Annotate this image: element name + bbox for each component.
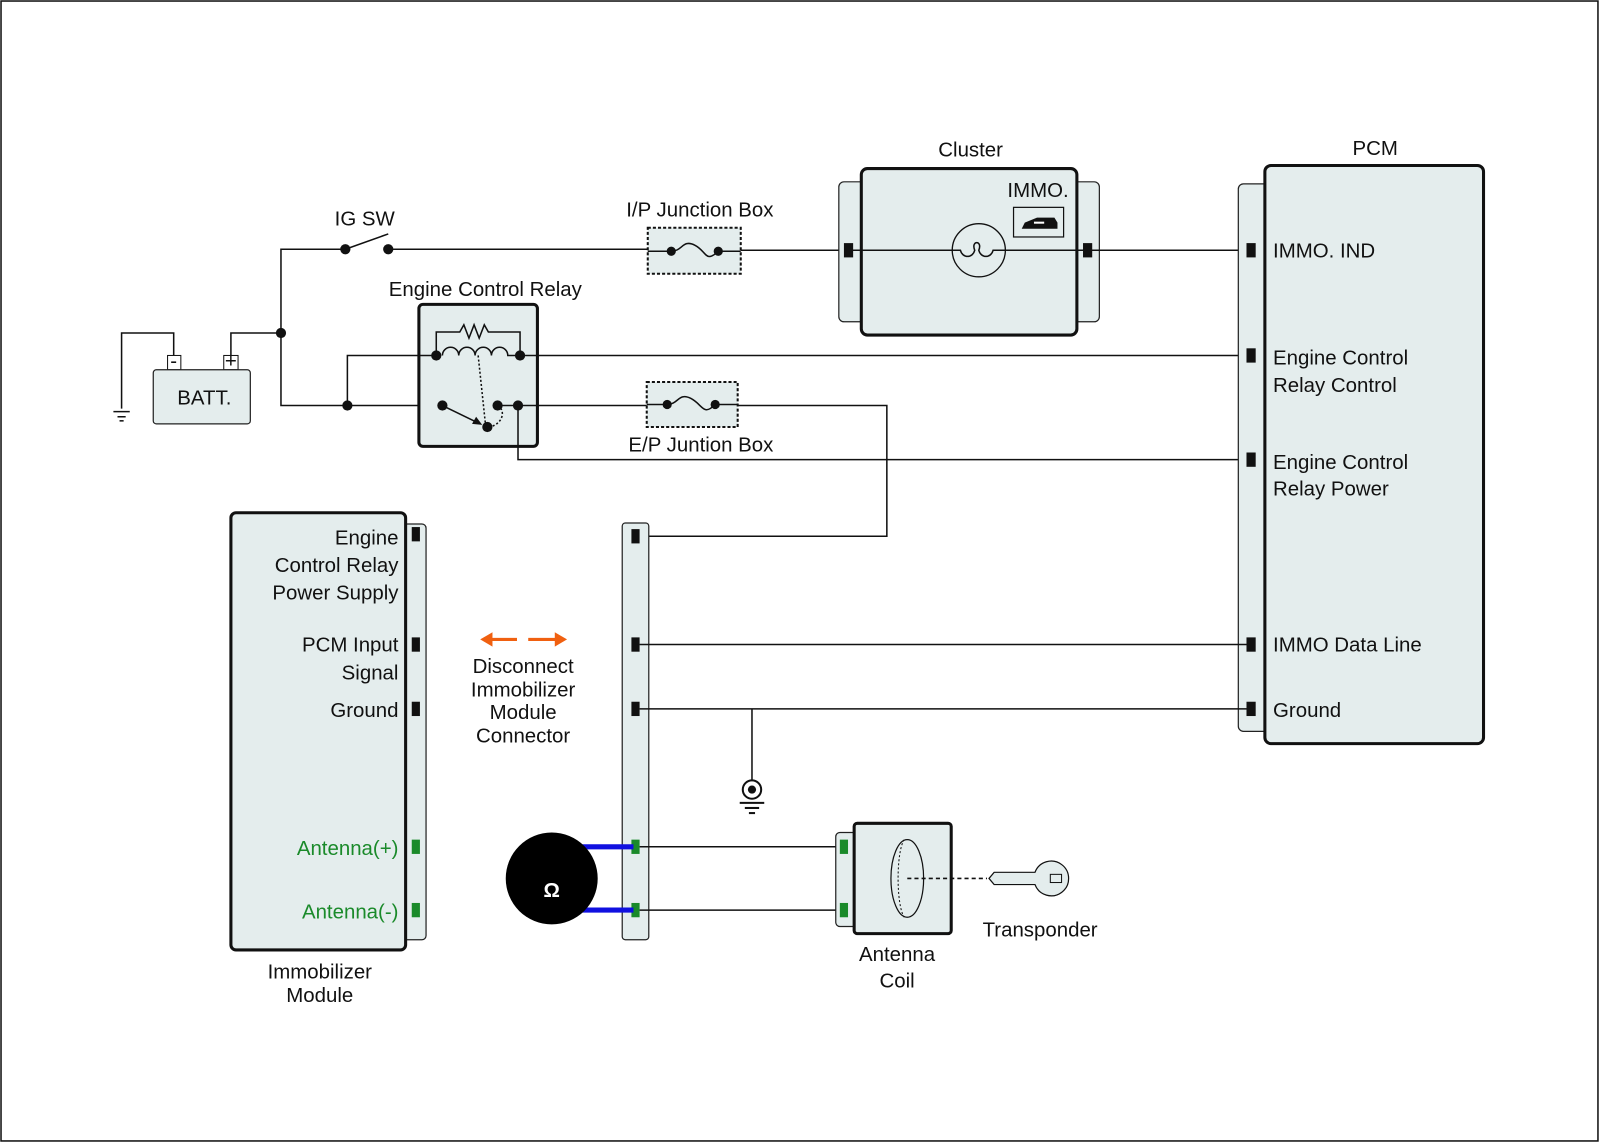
module-pin-label: Antenna(+) [297, 838, 399, 860]
immobilizer-module: Engine Control Relay Power Supply PCM In… [229, 511, 427, 1007]
module-pin-antenna-minus [411, 902, 420, 918]
disconnect-note: Module [490, 702, 557, 724]
immo-label: IMMO. [1007, 180, 1068, 202]
pcm-pin-relay-control [1246, 348, 1256, 363]
transponder-label: Transponder [983, 920, 1098, 942]
ohm-icon: Ω [544, 880, 560, 902]
pcm-pin-label: Ground [1273, 700, 1341, 722]
pcm-pin-label: Relay Control [1273, 375, 1397, 397]
key-transponder-icon [988, 860, 1070, 897]
module-pin-label: Control Relay [275, 555, 400, 577]
relay-coil-icon [441, 346, 519, 357]
pcm-pin-immo-ind [1246, 243, 1256, 258]
chassis-ground-icon [739, 779, 765, 815]
module-pin-pcm-input [411, 637, 420, 652]
battery-label: BATT. [177, 387, 231, 409]
ground-icon [113, 410, 130, 422]
module-pin-ground [411, 701, 420, 717]
harness-connector[interactable] [621, 522, 650, 941]
ip-junction-box-label: I/P Junction Box [626, 200, 773, 222]
pcm-pin-relay-power [1246, 452, 1256, 467]
pcm-label: PCM [1353, 138, 1398, 160]
battery-minus-label: - [170, 351, 177, 373]
battery: - + BATT. [113, 332, 281, 425]
disconnect-note: Disconnect [473, 656, 574, 678]
ignition-switch: IG SW [275, 209, 443, 407]
pcm-pin-label: IMMO Data Line [1273, 635, 1422, 657]
pcm-pin-label: Engine Control [1273, 452, 1408, 474]
immobilizer-module-label: Module [286, 985, 353, 1007]
ep-junction-box: E/P Juntion Box [628, 381, 773, 456]
disconnect-note: Connector [476, 726, 570, 748]
ohmmeter[interactable]: Ω [505, 832, 634, 925]
cluster-label: Cluster [938, 139, 1003, 161]
ig-sw-label: IG SW [335, 209, 396, 231]
antenna-coil-label: Coil [879, 971, 914, 993]
pcm-pin-immo-data [1246, 637, 1256, 652]
module-pin-label: Engine [335, 527, 399, 549]
engine-control-relay-label: Engine Control Relay [389, 279, 583, 301]
pcm-pin-label: Relay Power [1273, 478, 1389, 500]
battery-plus-label: + [225, 351, 237, 373]
module-pin-label: Antenna(-) [302, 901, 399, 923]
pcm-pin-label: IMMO. IND [1273, 240, 1375, 262]
module-pin-label: Ground [330, 700, 398, 722]
engine-control-relay: Engine Control Relay [389, 279, 583, 448]
ip-junction-box: I/P Junction Box [626, 200, 773, 275]
immobilizer-module-label: Immobilizer [268, 962, 373, 984]
module-pin-label: PCM Input [302, 635, 399, 657]
disconnect-note: Immobilizer [471, 680, 576, 702]
antenna-coil-label: Antenna [859, 944, 936, 966]
module-pin-antenna-plus [411, 839, 420, 854]
cluster: Cluster IMMO. [838, 139, 1100, 337]
module-pin-relay-power [411, 527, 420, 542]
pcm: PCM IMMO. IND Engine Control Relay Contr… [1237, 138, 1486, 746]
immobilizer-car-icon [1012, 206, 1065, 238]
ep-junction-box-label: E/P Juntion Box [628, 434, 773, 456]
module-pin-label: Signal [342, 662, 399, 684]
cluster-connector-left [843, 243, 854, 258]
pcm-pin-label: Engine Control [1273, 348, 1408, 370]
antenna-coil: Antenna Coil [835, 821, 953, 993]
pcm-pin-ground [1246, 701, 1256, 717]
module-pin-label: Power Supply [272, 583, 399, 605]
disconnect-arrows-icon [480, 632, 568, 647]
